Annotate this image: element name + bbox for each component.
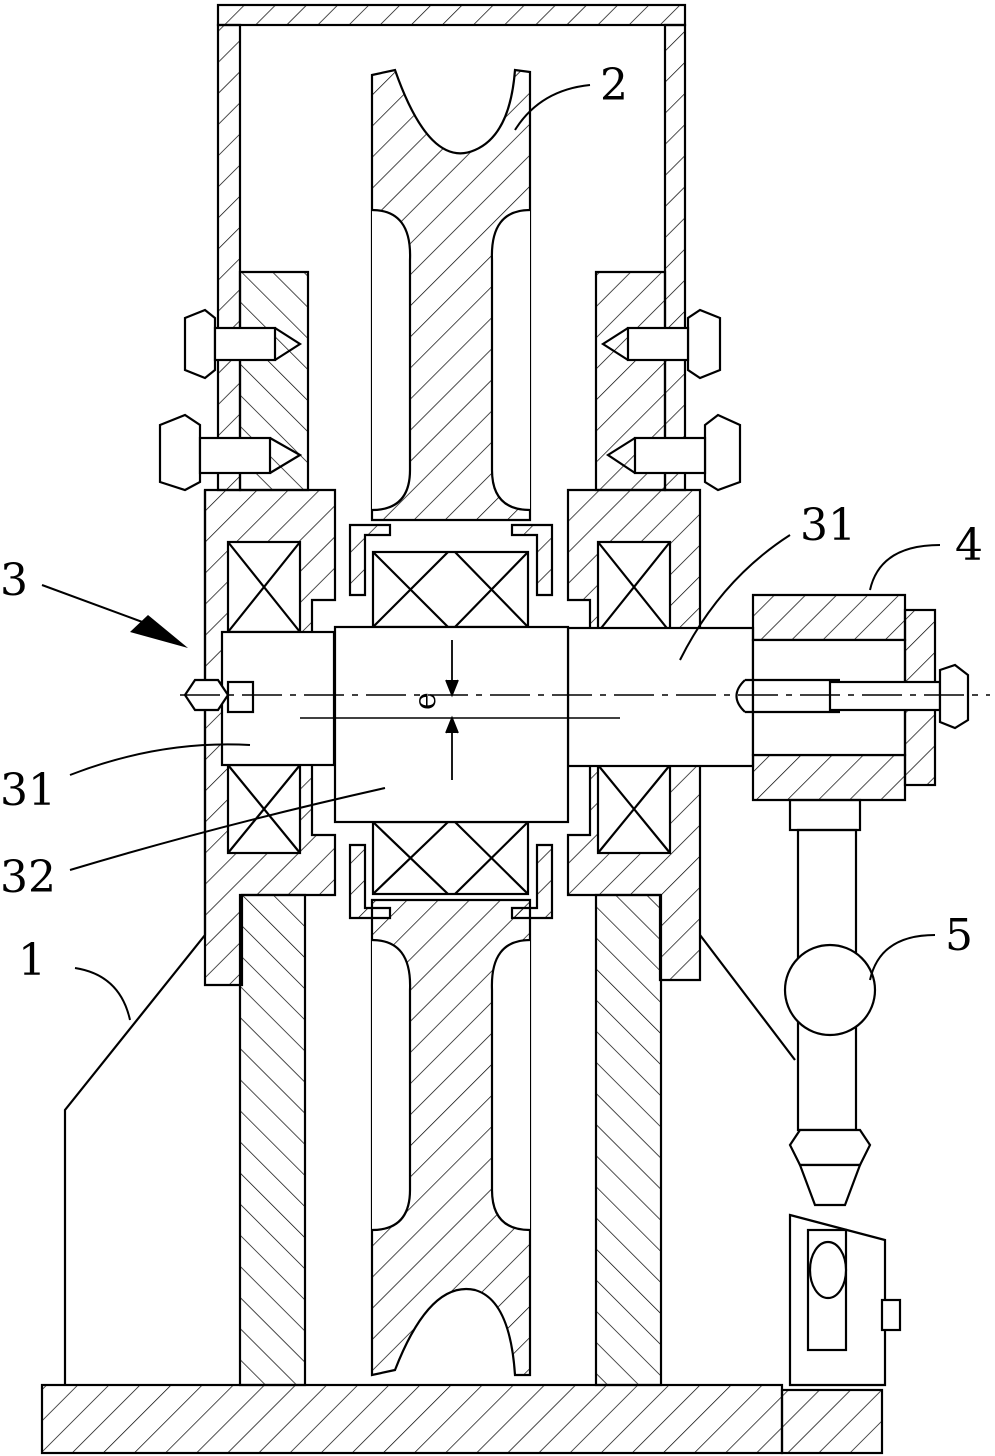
top-cover — [218, 5, 685, 25]
label-handle-block: 4 — [955, 520, 983, 571]
label-sheave: 2 — [600, 60, 628, 111]
eccentricity-label: e — [408, 692, 443, 710]
shaft-right — [568, 628, 753, 766]
tie-rod-upper — [790, 800, 860, 830]
center-bearing-top — [373, 552, 528, 627]
clevis-bolt — [882, 1300, 900, 1330]
base-plate-right — [782, 1390, 882, 1453]
label-eccentric: 32 — [0, 852, 56, 903]
leader-knob — [870, 935, 935, 980]
center-bearing-bottom — [373, 822, 528, 894]
knob — [785, 945, 875, 1035]
tie-rod-nut — [790, 1130, 870, 1165]
label-shaft-right: 31 — [800, 500, 856, 551]
handle-block-bottom — [753, 755, 905, 800]
sheave-groove-right-lower — [492, 940, 530, 1230]
sheave-groove-left-lower — [372, 940, 410, 1230]
handle-block-top — [753, 595, 905, 640]
label-shaft-left: 31 — [0, 765, 56, 816]
sheave-groove-left-upper — [372, 210, 410, 510]
sheave-groove-right-upper — [492, 210, 530, 510]
housing-left-wall — [218, 25, 240, 490]
shaft-left-bolt — [185, 680, 253, 712]
lower-right-plate — [596, 895, 661, 1385]
leader-frame — [75, 968, 130, 1020]
base-plate — [42, 1385, 782, 1453]
label-adjuster: 3 — [0, 555, 28, 606]
lower-left-plate — [240, 895, 305, 1385]
leader-adjuster — [42, 585, 145, 623]
label-knob: 5 — [945, 910, 973, 961]
tie-rod-joint — [800, 1165, 860, 1205]
leader-handle — [870, 545, 940, 590]
clevis-pin — [810, 1242, 846, 1298]
housing-right-wall — [665, 25, 685, 490]
label-frame: 1 — [18, 935, 46, 986]
